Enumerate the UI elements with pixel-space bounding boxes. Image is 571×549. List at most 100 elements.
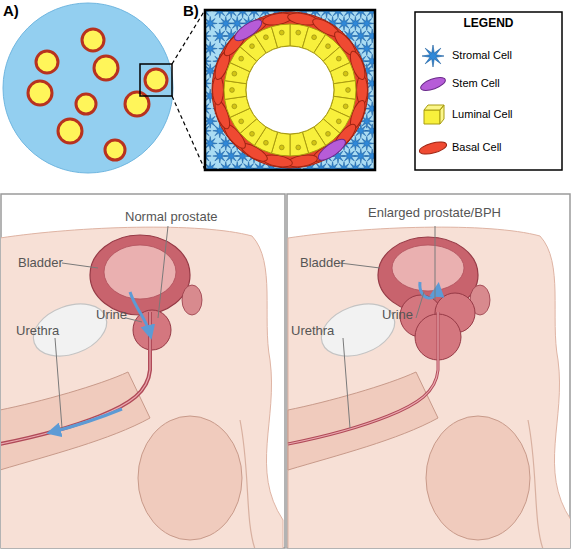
legend-entry: Stem Cell: [452, 77, 500, 90]
cell-nucleus: [336, 119, 341, 124]
panel-letter: A): [3, 2, 19, 19]
gland: [94, 56, 118, 80]
stroma-background: [205, 10, 375, 170]
stem-cell: [315, 136, 348, 164]
testicle: [138, 416, 242, 540]
part-label: Normal prostate: [125, 210, 217, 225]
urethra-lumen: [1, 312, 150, 444]
cell-nucleus: [326, 44, 331, 49]
luminal-symbol: [424, 110, 440, 124]
part-label: Enlarged prostate/BPH: [368, 206, 501, 221]
anatomy-panel: [288, 226, 570, 548]
stromal-cell: [360, 16, 374, 30]
gland: [105, 140, 125, 160]
gland: [36, 51, 58, 73]
body-silhouette: [288, 227, 570, 548]
cell-nucleus: [296, 145, 301, 150]
cell-nucleus: [326, 131, 331, 136]
urine-flow-arrow: [130, 292, 150, 334]
bladder-wall: [90, 235, 190, 315]
stromal-cell: [360, 42, 374, 56]
legend-entry: Luminal Cell: [452, 108, 513, 121]
basal-layer: [212, 12, 368, 168]
panel-frame: [1, 194, 285, 548]
part-label: Bladder: [300, 256, 345, 271]
thigh-line: [528, 420, 543, 548]
part-label: Urethra: [16, 324, 59, 339]
stromal-cell: [365, 29, 375, 43]
thigh-line: [240, 420, 255, 548]
urethra: [1, 312, 150, 444]
legend-title: LEGEND: [415, 17, 562, 31]
basal-symbol: [418, 140, 448, 157]
leader-line: [126, 318, 142, 322]
cell-nucleus: [312, 35, 317, 40]
cell-nucleus: [239, 56, 244, 61]
legend-symbols: [418, 45, 448, 156]
leader-line: [435, 226, 436, 300]
part-label: Bladder: [18, 256, 63, 271]
stromal-cell: [360, 136, 374, 150]
panel-letter: B): [183, 2, 199, 19]
leader-line: [158, 226, 168, 318]
stromal-cell: [360, 162, 374, 170]
stem-symbol: [419, 75, 447, 93]
legend-entry: Stromal Cell: [452, 49, 512, 62]
cell-nucleus: [250, 44, 255, 49]
zoom-frame: [205, 10, 375, 170]
part-label: Urine: [96, 308, 127, 323]
gland: [82, 29, 104, 51]
cell-nucleus: [312, 140, 317, 145]
luminal-cell: [225, 96, 250, 117]
part-label: Urine: [382, 308, 413, 323]
stromal-cell: [365, 149, 375, 163]
leader-line: [55, 338, 62, 428]
cell-nucleus: [343, 104, 348, 109]
cell-nucleus: [232, 71, 237, 76]
leader-line: [416, 292, 424, 318]
cell-nucleus: [239, 119, 244, 124]
cell-nucleus: [343, 71, 348, 76]
anatomy-panel: [1, 226, 283, 548]
penis-shaft: [288, 372, 438, 470]
luminal-cell: [290, 132, 309, 156]
luminal-cell: [271, 24, 290, 48]
legend-entry: Basal Cell: [452, 141, 502, 154]
cell-nucleus: [346, 88, 351, 93]
leader-line: [343, 338, 350, 428]
cell-nucleus: [279, 145, 284, 150]
luminal-cell: [330, 63, 355, 84]
cell-nucleus: [232, 104, 237, 109]
gland-zoom: [197, 4, 379, 176]
gland: [145, 69, 167, 91]
leader-line: [340, 263, 380, 268]
panel-frame: [287, 194, 570, 548]
urethra-lumen: [288, 312, 438, 444]
luminal-symbol-top: [424, 105, 444, 124]
gland-lumen: [246, 46, 334, 134]
testicle: [426, 416, 530, 540]
stem-cell: [232, 16, 265, 44]
cell-nucleus: [264, 35, 269, 40]
cell-nucleus: [250, 131, 255, 136]
cell-nucleus: [230, 88, 235, 93]
urethra: [288, 312, 438, 444]
bladder-lumen: [392, 245, 464, 291]
leader-line: [62, 263, 98, 268]
zoom-square: [140, 64, 172, 96]
cell-nucleus: [279, 30, 284, 35]
urine-flow-arrow: [52, 409, 122, 432]
stromal-symbol: [422, 45, 444, 67]
gland: [58, 119, 82, 143]
stromal-cell: [365, 124, 375, 138]
legend-box: [415, 12, 562, 170]
cell-nucleus: [264, 140, 269, 145]
gland-ring: [212, 11, 368, 169]
gland: [28, 81, 52, 105]
stromal-cell: [205, 16, 217, 30]
seminal-vesicle: [182, 285, 202, 315]
zoom-line: [172, 10, 205, 170]
part-label: Urethra: [291, 324, 334, 339]
